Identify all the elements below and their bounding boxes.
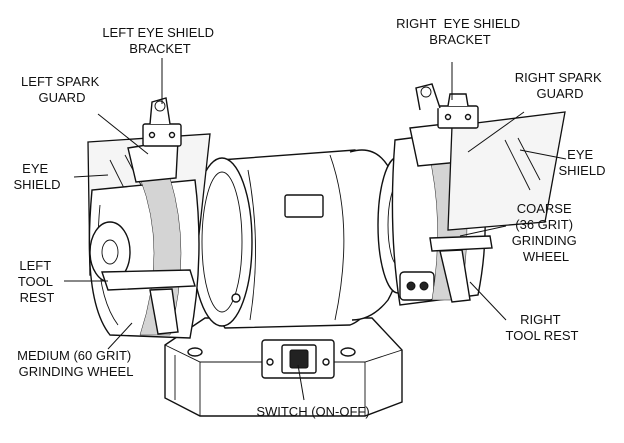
right-eye-shield [447, 111, 566, 231]
motor-housing [190, 149, 386, 329]
label-medium-grinding-wheel: MEDIUM (60 GRIT) GRINDING WHEEL [17, 348, 135, 379]
label-right-spark-guard: RIGHT SPARK GUARD [515, 70, 606, 101]
label-left-eye-shield: EYE SHIELD [14, 161, 61, 192]
switch-housing [261, 339, 335, 379]
label-coarse-grinding-wheel: COARSE (36 GRIT) GRINDING WHEEL [512, 201, 581, 264]
right-tool-rest [429, 235, 493, 303]
leader-lines [64, 58, 567, 401]
label-right-tool-rest: RIGHT TOOL REST [506, 312, 579, 343]
left-eye-shield-bracket [142, 97, 182, 147]
label-left-spark-guard: LEFT SPARK GUARD [21, 74, 103, 105]
label-right-eye-shield: EYE SHIELD [559, 147, 606, 178]
label-left-eye-shield-bracket: LEFT EYE SHIELD BRACKET [102, 25, 217, 56]
label-right-eye-shield-bracket: RIGHT EYE SHIELD BRACKET [396, 16, 524, 47]
left-tool-rest [101, 269, 196, 335]
label-left-tool-rest: LEFT TOOL REST [18, 258, 56, 305]
label-switch: SWITCH (ON-OFF) [256, 404, 369, 419]
right-eye-shield-bracket [415, 83, 479, 129]
